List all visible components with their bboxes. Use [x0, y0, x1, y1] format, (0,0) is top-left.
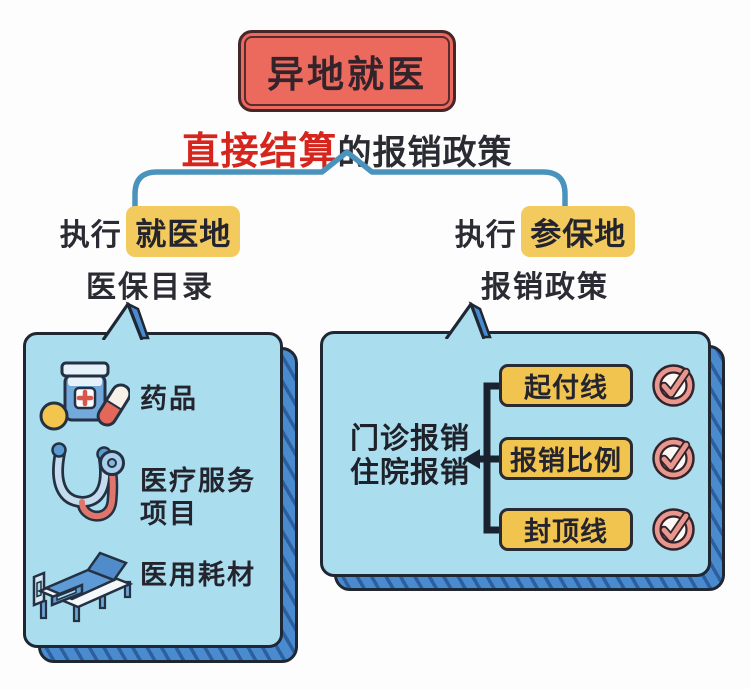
option-cap-line-label: 封顶线 [524, 517, 608, 547]
item-label-services: 医疗服务 项目 [140, 466, 256, 529]
check-icon [652, 364, 695, 407]
right-card: 门诊报销 住院报销 起付线 报销比例 封顶线 [320, 331, 711, 577]
medicine-icon [39, 361, 130, 431]
option-deductible: 起付线 [499, 364, 633, 407]
branch-heading-right: 执行 参保地 报销政策 [435, 206, 655, 306]
check-icon [652, 437, 695, 480]
branch-right-line1: 执行 参保地 [435, 206, 655, 257]
subtitle-accent: 直接结算 [181, 131, 338, 173]
branch-left-line2: 医保目录 [86, 271, 214, 304]
left-card-pointer [101, 301, 150, 340]
title-badge: 异地就医 [238, 30, 456, 112]
brace-connector-icon [132, 149, 568, 229]
branch-right-highlight: 参保地 [521, 206, 636, 257]
branch-right-line2: 报销政策 [481, 271, 609, 304]
option-deductible-label: 起付线 [524, 373, 608, 403]
stethoscope-icon [51, 442, 125, 522]
item-label-consumables: 医用耗材 [140, 560, 256, 590]
option-reimbursement-ratio-label: 报销比例 [510, 446, 622, 476]
left-card: 药品 医疗服务 项目 [23, 332, 283, 648]
right-card-pointer [444, 301, 492, 339]
check-icon [652, 508, 695, 551]
item-label-drugs: 药品 [140, 384, 198, 414]
reimbursement-types-label: 门诊报销 住院报销 [349, 423, 470, 489]
branch-left-prefix: 执行 [59, 219, 122, 252]
branch-left-line1: 执行 就医地 [40, 206, 260, 257]
tree-connector-icon [463, 382, 507, 534]
branch-left-highlight: 就医地 [126, 206, 241, 257]
hospital-bed-icon [32, 551, 134, 623]
option-cap-line: 封顶线 [499, 508, 633, 551]
option-reimbursement-ratio: 报销比例 [499, 437, 633, 480]
branch-heading-left: 执行 就医地 医保目录 [40, 206, 260, 306]
branch-right-prefix: 执行 [454, 219, 517, 252]
